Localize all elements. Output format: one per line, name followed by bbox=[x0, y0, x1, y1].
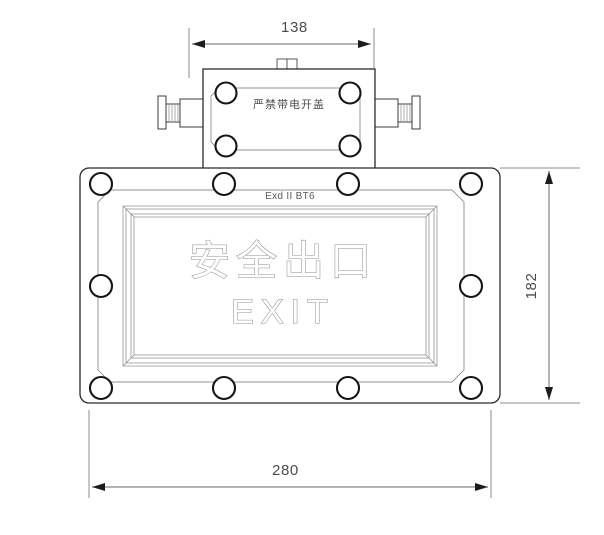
junction-box-warning-label: 严禁带电开盖 bbox=[253, 97, 325, 111]
dimension-182-label: 182 bbox=[523, 273, 540, 300]
main-bolt-bottom-mid-left bbox=[211, 375, 237, 401]
arrow-up-icon bbox=[545, 171, 553, 184]
bezel-edge-mid bbox=[130, 213, 430, 359]
main-bolt-top-mid-left bbox=[211, 171, 237, 197]
junction-box: 严禁带电开盖 bbox=[157, 58, 421, 170]
arrow-left-icon-280 bbox=[92, 483, 105, 491]
gland-right-nut bbox=[374, 98, 399, 128]
main-bolt-top-left bbox=[88, 171, 114, 197]
arrow-left-icon bbox=[192, 40, 205, 48]
arrow-right-icon bbox=[358, 40, 371, 48]
main-bolt-top-mid-right bbox=[335, 171, 361, 197]
gland-left-nut bbox=[179, 98, 204, 128]
bezel-edge-outer-2 bbox=[125, 208, 435, 364]
main-bolt-mid-left bbox=[88, 273, 114, 299]
main-housing-bolts bbox=[88, 171, 484, 401]
junction-box-bolt-bottom-right bbox=[338, 134, 362, 158]
cable-gland-right bbox=[374, 95, 421, 130]
bezel-mitre-bottom-left bbox=[122, 354, 135, 367]
junction-box-top-detail bbox=[276, 58, 298, 70]
gland-right-cap bbox=[411, 95, 421, 130]
junction-box-bolt-top-left bbox=[214, 81, 238, 105]
arrow-right-icon-280 bbox=[475, 483, 488, 491]
main-housing-outline bbox=[79, 167, 501, 404]
bezel-edge-outer bbox=[122, 205, 438, 367]
ex-marking-label: Exd II BT6 bbox=[265, 191, 315, 202]
cable-gland-left bbox=[157, 95, 204, 130]
junction-box-bolt-bottom-left bbox=[214, 134, 238, 158]
main-bolt-bottom-left bbox=[88, 375, 114, 401]
gland-left-cap bbox=[157, 95, 167, 130]
bezel-mitre-top-right bbox=[425, 205, 438, 218]
bezel-mitre-bottom-right bbox=[425, 354, 438, 367]
main-bolt-bottom-mid-right bbox=[335, 375, 361, 401]
sign-face: 安全出口 EXIT bbox=[188, 236, 377, 331]
lens-bezel bbox=[122, 205, 438, 367]
main-bolt-top-right bbox=[458, 171, 484, 197]
main-housing-gasket-line bbox=[97, 189, 465, 383]
dimension-280 bbox=[88, 410, 492, 498]
main-body: Exd II BT6 安全出口 EXIT bbox=[79, 167, 501, 404]
sign-text-chinese: 安全出口 bbox=[189, 237, 377, 285]
bezel-edge-inner bbox=[133, 216, 427, 356]
junction-box-bolt-top-right bbox=[338, 81, 362, 105]
dimension-182: 182 bbox=[500, 167, 580, 404]
main-bolt-bottom-right bbox=[458, 375, 484, 401]
sign-text-english: EXIT bbox=[231, 293, 335, 331]
bezel-mitre-top-left bbox=[122, 205, 135, 218]
main-bolt-mid-right bbox=[458, 273, 484, 299]
arrow-down-icon bbox=[545, 387, 553, 400]
